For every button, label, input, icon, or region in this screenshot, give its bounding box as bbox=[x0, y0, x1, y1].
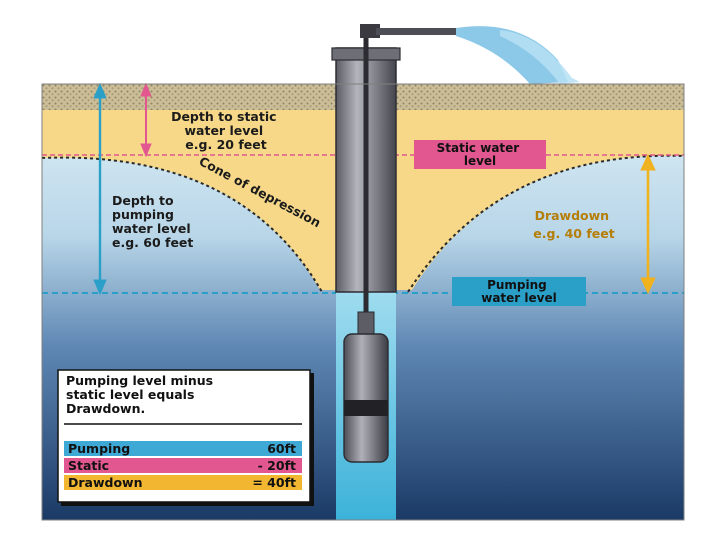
discharge-pipe-top bbox=[360, 24, 380, 38]
pumping-water-level-text: Pumping water level bbox=[481, 278, 556, 305]
discharge-pipe bbox=[376, 28, 456, 35]
legend-pumping-value: 60ft bbox=[267, 441, 296, 456]
depth-to-pumping-arrow bbox=[93, 82, 107, 296]
depth-pumping-label: Depth to pumping water level e.g. 60 fee… bbox=[112, 193, 195, 250]
legend-summary: Pumping level minus static level equals … bbox=[66, 373, 217, 416]
legend-row-pumping bbox=[64, 441, 302, 456]
cone-of-depression-curve bbox=[41, 156, 323, 293]
static-water-level-text: Static water level bbox=[437, 141, 524, 168]
legend-pumping-label: Pumping bbox=[68, 441, 130, 456]
legend-drawdown-label: Drawdown bbox=[68, 475, 143, 490]
legend-static-label: Static bbox=[68, 458, 109, 473]
depth-static-label: Depth to static water level e.g. 20 feet bbox=[171, 109, 281, 152]
diagram-frame bbox=[41, 83, 685, 521]
legend-drawdown-value: = 40ft bbox=[252, 475, 296, 490]
legend-box: Pumping level minus static level equals … bbox=[57, 369, 314, 506]
pump-band bbox=[344, 400, 388, 416]
legend-row-static bbox=[64, 458, 302, 473]
depth-to-static-arrow bbox=[140, 82, 152, 158]
submersible-pump bbox=[343, 333, 389, 463]
legend-row-drawdown bbox=[64, 475, 302, 490]
drawdown-label: Drawdown e.g. 40 feet bbox=[533, 208, 614, 241]
pumping-water-level-box bbox=[452, 277, 586, 306]
static-water-level-box bbox=[414, 140, 546, 169]
discharge-water-spray bbox=[500, 30, 580, 84]
discharge-water-jet bbox=[456, 26, 568, 84]
drawdown-arrow bbox=[640, 153, 656, 295]
pump-shaft-connector bbox=[357, 311, 375, 335]
legend-static-value: - 20ft bbox=[258, 458, 296, 473]
cone-of-depression-curve-right bbox=[407, 154, 685, 293]
